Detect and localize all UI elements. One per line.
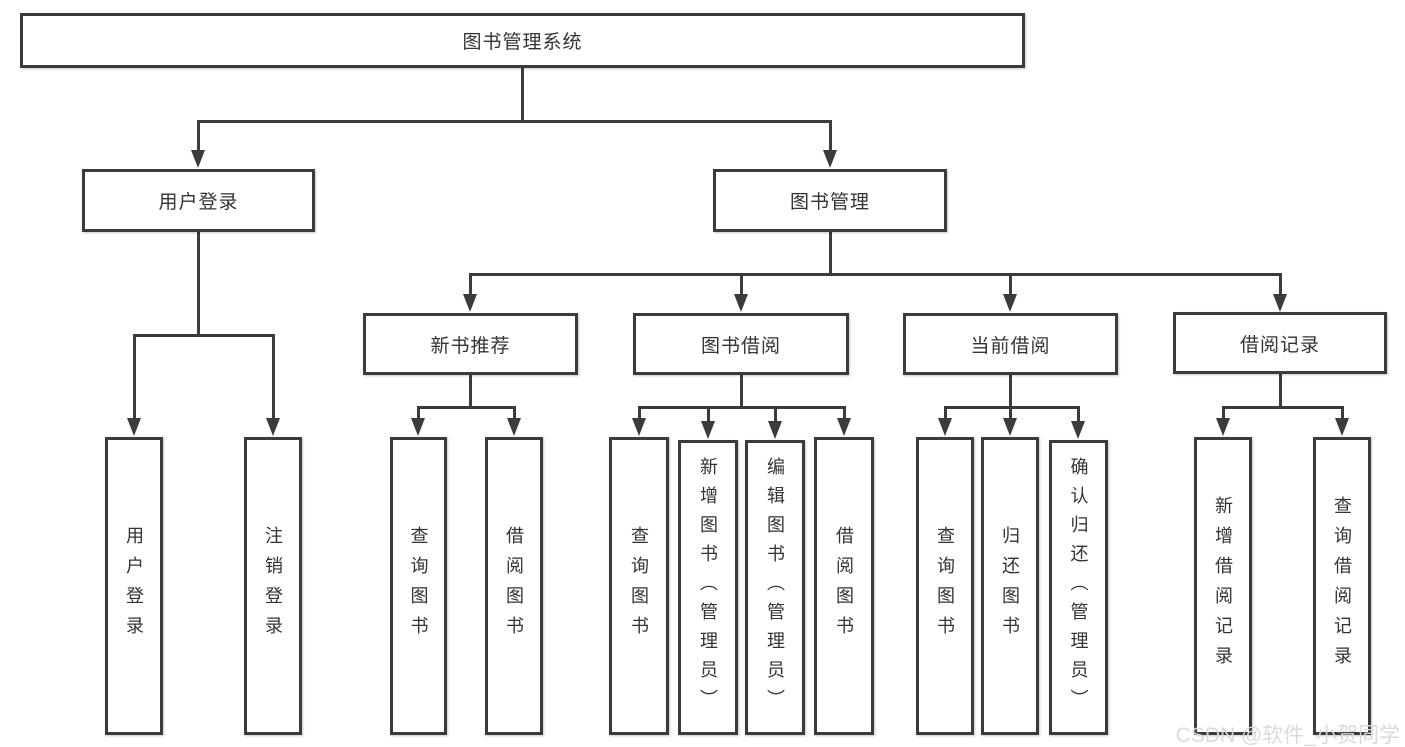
leaf-label: 确认归还（管理员） [1068, 457, 1089, 718]
connector-line [469, 375, 472, 409]
arrow-down-icon [1216, 418, 1230, 436]
node-library-system: 图书管理系统 [20, 13, 1025, 68]
connector-line [197, 120, 832, 123]
leaf-nb-borrow-books: 借阅图书 [485, 437, 543, 735]
connector-line [638, 406, 846, 409]
node-book-management: 图书管理 [713, 169, 947, 232]
leaf-nb-query-books: 查询图书 [390, 437, 447, 735]
node-label: 图书管理系统 [462, 32, 583, 53]
leaf-label: 借阅图书 [834, 526, 854, 646]
arrow-down-icon [127, 418, 141, 436]
leaf-user-login: 用户登录 [105, 437, 163, 735]
arrow-down-icon [823, 150, 837, 168]
arrow-down-icon [191, 150, 205, 168]
node-borrow-records: 借阅记录 [1173, 312, 1387, 374]
leaf-br-add-record: 新增借阅记录 [1194, 437, 1252, 735]
node-label: 借阅记录 [1239, 334, 1320, 356]
node-user-login: 用户登录 [82, 169, 315, 232]
arrow-down-icon [837, 418, 851, 436]
connector-line [272, 334, 275, 428]
node-label: 用户登录 [158, 192, 239, 213]
arrow-down-icon [507, 418, 521, 436]
arrow-down-icon [734, 294, 748, 312]
connector-line [1279, 374, 1282, 409]
connector-line [1279, 273, 1282, 298]
connector-line [740, 273, 743, 298]
arrow-down-icon [1003, 294, 1017, 312]
leaf-label: 用户登录 [124, 526, 144, 646]
connector-line [133, 334, 275, 337]
leaf-label: 查询图书 [935, 526, 955, 646]
connector-line [197, 232, 200, 336]
connector-line [707, 406, 710, 433]
node-label: 图书借阅 [700, 335, 781, 357]
leaf-cb-query-books: 查询图书 [916, 437, 974, 735]
node-label: 新书推荐 [430, 335, 511, 357]
connector-line [829, 232, 832, 276]
arrow-down-icon [266, 418, 280, 436]
leaf-label: 新增借阅记录 [1213, 496, 1233, 676]
leaf-label: 新增图书（管理员） [698, 457, 718, 718]
connector-line [521, 68, 524, 122]
csdn-watermark: CSDN @软件_小贺同学 [1175, 724, 1400, 747]
leaf-label: 归还图书 [1000, 526, 1020, 646]
leaf-logout: 注销登录 [244, 437, 302, 735]
connector-line [417, 406, 516, 409]
leaf-br-query-record: 查询借阅记录 [1313, 437, 1371, 735]
arrow-down-icon [1003, 418, 1017, 436]
connector-line [740, 375, 743, 409]
connector-line [1009, 273, 1012, 298]
connector-line [133, 334, 136, 428]
connector-line [197, 120, 200, 158]
leaf-label: 注销登录 [263, 526, 283, 646]
leaf-cb-confirm-return-admin: 确认归还（管理员） [1049, 440, 1108, 735]
leaf-bb-add-books-admin: 新增图书（管理员） [678, 440, 738, 735]
leaf-label: 编辑图书（管理员） [765, 457, 785, 718]
node-label: 当前借阅 [970, 335, 1051, 357]
connector-line [469, 273, 1282, 276]
arrow-down-icon [938, 418, 952, 436]
arrow-down-icon [701, 421, 715, 439]
node-label: 图书管理 [789, 192, 870, 213]
leaf-bb-borrow-books: 借阅图书 [814, 437, 874, 735]
connector-line [1009, 375, 1012, 409]
node-current-borrowing: 当前借阅 [903, 313, 1118, 375]
leaf-cb-return-books: 归还图书 [981, 437, 1039, 735]
connector-line [774, 406, 777, 433]
leaf-bb-edit-books-admin: 编辑图书（管理员） [745, 440, 805, 735]
arrow-down-icon [411, 418, 425, 436]
arrow-down-icon [1071, 421, 1085, 439]
node-book-borrowing: 图书借阅 [633, 313, 849, 375]
node-new-book-recommend: 新书推荐 [363, 313, 578, 375]
arrow-down-icon [632, 418, 646, 436]
leaf-label: 查询图书 [408, 526, 429, 646]
leaf-label: 借阅图书 [504, 526, 524, 646]
connector-line [829, 120, 832, 158]
leaf-label: 查询借阅记录 [1332, 496, 1352, 676]
arrow-down-icon [1335, 418, 1349, 436]
connector-line [944, 406, 1080, 409]
connector-line [469, 273, 472, 298]
arrow-down-icon [768, 421, 782, 439]
leaf-bb-query-books: 查询图书 [609, 437, 669, 735]
arrow-down-icon [1273, 294, 1287, 312]
leaf-label: 查询图书 [629, 526, 649, 646]
arrow-down-icon [463, 294, 477, 312]
connector-line [1222, 406, 1344, 409]
connector-line [1077, 406, 1080, 433]
